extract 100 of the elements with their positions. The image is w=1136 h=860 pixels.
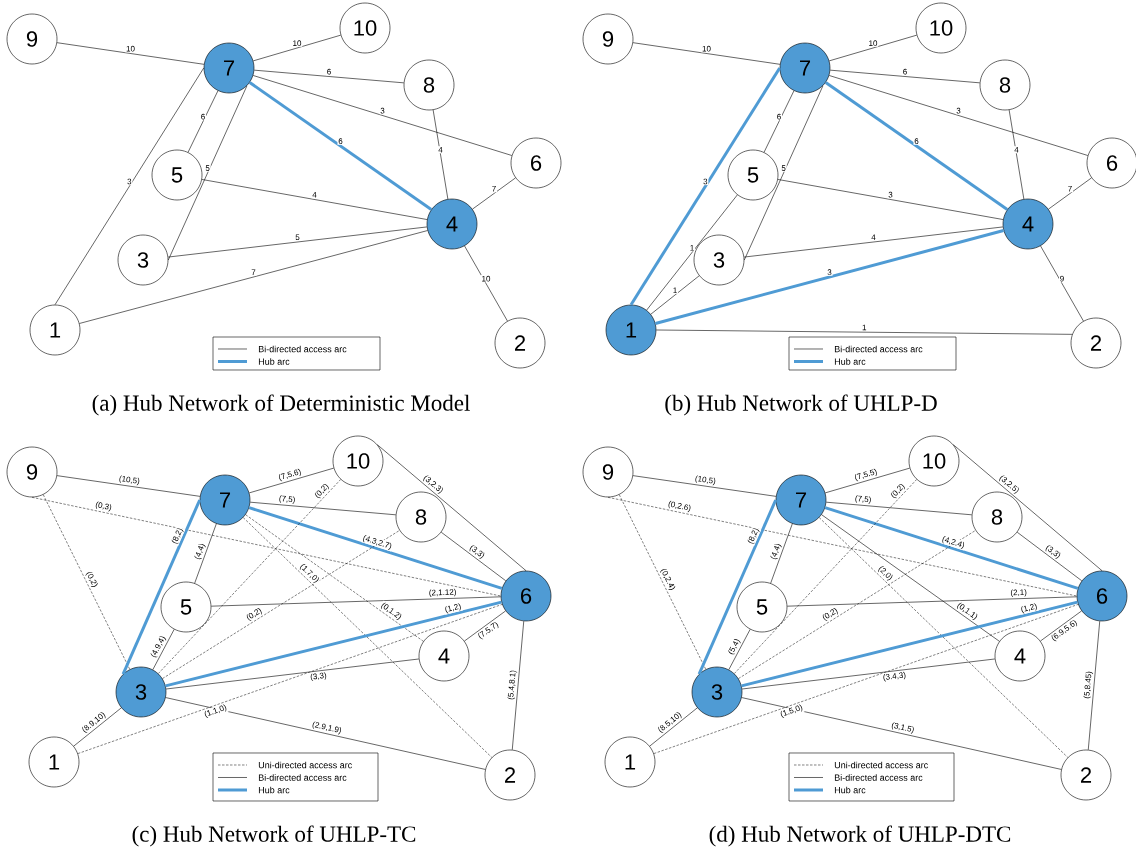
legend-entry: Bi-directed access arc [217, 774, 347, 781]
dashed-arc [77, 604, 503, 754]
arc [167, 226, 428, 258]
edge-label: 4 [437, 146, 444, 154]
legend-entry: Bi-directed access arc [793, 774, 923, 781]
edge-label: 5 [780, 164, 787, 172]
dashed-arc [43, 494, 131, 670]
hub-arc [741, 600, 1078, 688]
hub-arc [824, 81, 1009, 211]
edge-label: (0,2) [83, 569, 100, 590]
edge-label: (0,2.6) [666, 499, 693, 514]
arc [211, 596, 502, 607]
edge-label: 1 [861, 323, 868, 331]
edge-label: (10,5) [693, 474, 718, 487]
hub-arc [824, 506, 1079, 590]
arc [728, 629, 751, 670]
hub-arc [697, 499, 778, 675]
dashed-arc [619, 494, 706, 670]
dashed-arc [31, 497, 501, 597]
legend-entry: Uni-directed access arc [217, 761, 352, 769]
edge-label: (7,5.6) [276, 467, 304, 483]
edge-label: 7 [491, 185, 498, 193]
edge-label: 3 [955, 107, 962, 115]
panel-caption: (a) Hub Network of Deterministic Model [92, 394, 470, 416]
arc [56, 475, 201, 497]
arc [825, 467, 911, 494]
panel-caption: (c) Hub Network of UHLP-TC [132, 825, 416, 847]
arc [646, 194, 738, 311]
dashed-arc [818, 517, 1069, 758]
dashed-arc [607, 497, 1077, 597]
edge-label: 1 [672, 286, 679, 294]
edge-label: (1,2) [1019, 601, 1039, 615]
edge-label: (10,5) [117, 474, 142, 487]
arc [187, 90, 219, 153]
arc [165, 658, 420, 690]
arc [777, 179, 1004, 220]
arc [440, 531, 507, 582]
arc [1008, 109, 1025, 200]
edge-label: 6 [337, 137, 344, 145]
arc [1016, 531, 1083, 582]
hub-arc [248, 81, 433, 211]
edge-label: (5,8.45) [1082, 670, 1095, 700]
arc [1040, 245, 1084, 322]
edge-label: (4,4) [192, 541, 208, 562]
arc [632, 42, 781, 65]
arc [632, 475, 777, 497]
arc [1048, 177, 1092, 210]
edge-label: (5.4,8.1) [506, 668, 519, 702]
edge-label: 6 [913, 137, 920, 145]
arc [828, 34, 918, 62]
arc [763, 90, 795, 153]
arc [252, 75, 513, 156]
edge-label: (4,2.4) [940, 534, 967, 551]
arc [464, 610, 506, 642]
arc [56, 42, 205, 65]
edge-label: 6 [326, 68, 333, 76]
legend-entry: Hub arc [794, 786, 866, 794]
arc [253, 69, 405, 84]
edge-label: 3 [826, 268, 833, 276]
arc [825, 501, 973, 516]
arc [73, 707, 122, 747]
edge-label: (7,5.5) [852, 467, 880, 483]
edge-label: (3.4,3) [881, 670, 908, 683]
edge-label: 4 [1013, 146, 1020, 154]
arc [472, 177, 516, 210]
arc [1040, 610, 1082, 642]
arc [828, 75, 1089, 156]
edge-label: 6 [776, 113, 783, 121]
arc [656, 329, 1073, 335]
edge-label: 10 [125, 45, 136, 53]
arc [464, 245, 508, 322]
arc [829, 69, 981, 84]
hub-arc [629, 67, 781, 306]
dashed-arc [734, 479, 917, 674]
arc [249, 501, 397, 516]
arc [54, 67, 204, 305]
dashed-arc [158, 479, 341, 674]
arc [1087, 620, 1101, 751]
edge-label: 3 [379, 107, 386, 115]
edge-label: 5 [204, 164, 211, 172]
edge-label: (0,2) [244, 605, 265, 624]
edge-label: (7,5) [277, 494, 297, 505]
edge-label: 6 [200, 113, 207, 121]
edge-label: 7 [250, 268, 257, 276]
edge-label: 6 [902, 68, 909, 76]
edge-label: (0,3) [93, 500, 114, 513]
arc [743, 226, 1004, 258]
hub-arc [655, 229, 1004, 325]
legend-entry: Hub arc [794, 358, 866, 365]
arc [168, 85, 248, 261]
arc [194, 523, 217, 584]
panel-caption: (b) Hub Network of UHLP-D [665, 394, 937, 416]
dashed-arc [162, 530, 400, 679]
arc [253, 34, 342, 62]
arc [650, 275, 700, 315]
hub-arc [248, 506, 503, 590]
edge-label: (3,1.5) [889, 720, 916, 736]
edge-label: (1,2) [443, 601, 463, 615]
edge-label: (8,2) [745, 525, 762, 547]
legend-entry: Bi-directed access arc [793, 345, 923, 353]
